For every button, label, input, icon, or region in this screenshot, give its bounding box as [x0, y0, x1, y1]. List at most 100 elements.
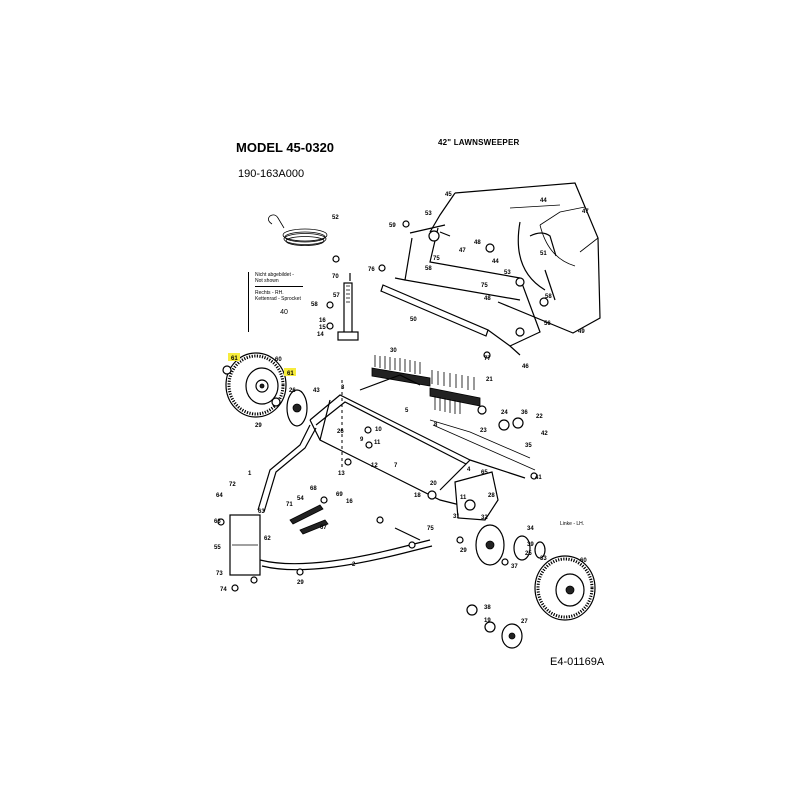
hopper-frame	[394, 224, 556, 347]
right-end-plate	[427, 471, 499, 521]
callout: 60	[580, 558, 587, 564]
callout: 63	[258, 509, 265, 515]
hub-cap	[466, 604, 523, 649]
callout: 49	[578, 329, 585, 335]
callout: 12	[371, 463, 378, 469]
callout: 60	[275, 357, 282, 363]
callout: 58	[311, 302, 318, 308]
callout: 7	[394, 463, 398, 469]
callout: 37	[511, 564, 518, 570]
callout: 16	[319, 318, 326, 324]
callout: 55	[214, 545, 221, 551]
callout: 16	[346, 499, 353, 505]
hardware-fasteners	[217, 220, 549, 592]
callout: 69	[336, 492, 343, 498]
rh-number: 40	[280, 309, 288, 316]
callout: 25	[525, 551, 532, 557]
callout: 26	[337, 429, 344, 435]
callout: 53	[504, 270, 511, 276]
callout: 31	[453, 514, 460, 520]
right-drive-hub	[475, 524, 546, 566]
callout: 11	[374, 440, 381, 446]
callout: 3	[341, 385, 345, 391]
callout: 4	[467, 467, 471, 473]
right-wheel	[534, 555, 596, 621]
brush-assembly	[371, 355, 487, 415]
callout: 74	[220, 587, 227, 593]
callout: 19	[484, 618, 491, 624]
not-shown-note: Nicht abgebildet - Not shown	[255, 272, 303, 287]
callout: 30	[390, 348, 397, 354]
callout: 65	[481, 470, 488, 476]
part-number: 190-163A000	[238, 168, 305, 180]
callout: 56	[544, 321, 551, 327]
callout: 13	[338, 471, 345, 477]
product-title: 42" LAWNSWEEPER	[438, 138, 520, 147]
callout: 62	[264, 536, 271, 542]
callout: 2	[352, 562, 356, 568]
callout: 52	[332, 215, 339, 221]
callout: 18	[414, 493, 421, 499]
legend-box: Nicht abgebildet - Not shown Rechts - RH…	[248, 272, 313, 332]
callout: 50	[410, 317, 417, 323]
callout: 36	[521, 410, 528, 416]
callout: 35	[525, 443, 532, 449]
callout: 15	[319, 325, 326, 331]
callout: 29	[297, 580, 304, 586]
callout: 66	[214, 519, 221, 525]
callout: 48	[484, 296, 491, 302]
callout: 20	[430, 481, 437, 487]
callout: 58	[425, 266, 432, 272]
callout: 24	[501, 410, 508, 416]
callout: 14	[317, 332, 324, 338]
document-id: E4-01169A	[550, 656, 605, 668]
callout: 71	[286, 502, 293, 508]
callout: 28	[488, 493, 495, 499]
callout: 32	[481, 515, 488, 521]
callout: 67	[320, 525, 327, 531]
highlight-61-left	[228, 353, 240, 361]
callout: 43	[313, 388, 320, 394]
callout: 75	[481, 283, 488, 289]
callout: 57	[333, 293, 340, 299]
callout: 68	[310, 486, 317, 492]
chassis-frame	[309, 374, 536, 506]
callout: 21	[486, 377, 493, 383]
callout: 10	[375, 427, 382, 433]
callout: 1	[248, 471, 252, 477]
callout: 45	[445, 192, 452, 198]
callout: 58	[545, 294, 552, 300]
callout: 29	[255, 423, 262, 429]
cable-coil	[268, 214, 328, 246]
callout: 76	[368, 267, 375, 273]
callout: 23	[480, 428, 487, 434]
highlight-61-right	[284, 368, 296, 376]
callout: 47	[459, 248, 466, 254]
callout: 61	[231, 356, 238, 362]
callout: 75	[433, 256, 440, 262]
callout: 8	[434, 422, 438, 428]
callout: 51	[540, 251, 547, 257]
lh-note: Linke - LH.	[560, 521, 585, 527]
callout: 34	[527, 526, 534, 532]
callout: 61	[287, 371, 294, 377]
callout: 47	[582, 209, 589, 215]
frame-bar	[380, 284, 521, 356]
callout: 5	[405, 408, 409, 414]
callout: 48	[474, 240, 481, 246]
callout: 54	[297, 496, 304, 502]
callout: 70	[332, 274, 339, 280]
callout: 59	[389, 223, 396, 229]
callout: 73	[216, 571, 223, 577]
callout: 72	[229, 482, 236, 488]
callout: 41	[535, 475, 542, 481]
callout: 77	[484, 356, 491, 362]
handle-tube	[337, 273, 359, 341]
callout: 38	[484, 605, 491, 611]
push-handle	[229, 424, 433, 576]
callout: 39	[527, 542, 534, 548]
callout: 26	[289, 388, 296, 394]
callout: 11	[460, 495, 467, 501]
callout: 44	[540, 198, 547, 204]
